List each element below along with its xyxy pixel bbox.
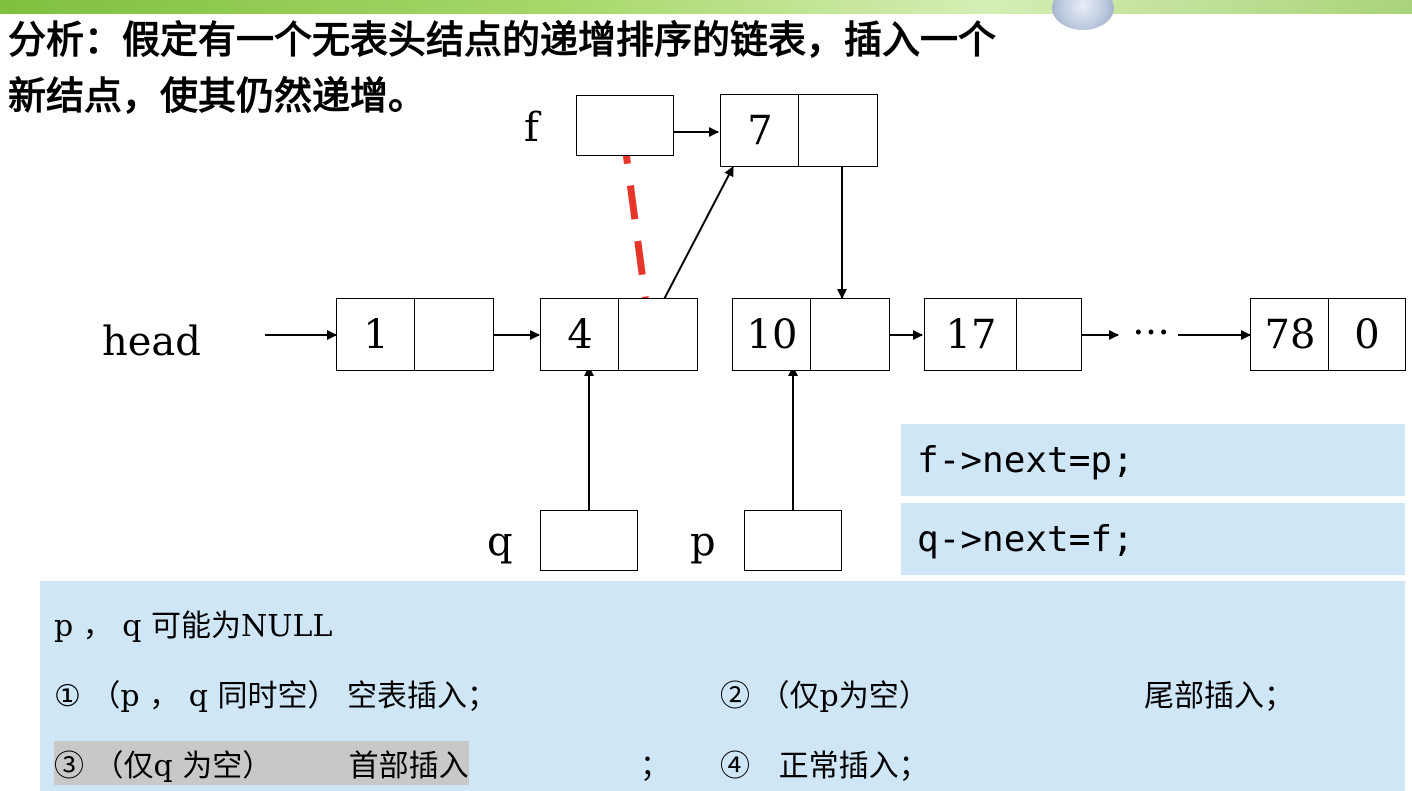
new-node-data: 7 [720, 94, 800, 167]
title-line-2: 新结点，使其仍然递增。 [8, 73, 427, 118]
case-empty-list: ① （p ， q 同时空） 空表插入； [54, 679, 497, 714]
list-node-next [810, 298, 890, 371]
new-node-next [798, 94, 878, 167]
label-head: head [102, 319, 201, 365]
list-node-data: 1 [336, 298, 416, 371]
case-normal-insert: ④ 正常插入； [720, 749, 929, 784]
label-f: f [524, 105, 539, 151]
notes-line-1: p ， q 可能为NULL [54, 609, 333, 644]
pointer-f-box [576, 95, 674, 156]
title-line-1: 分析：假定有一个无表头结点的递增排序的链表，插入一个 [8, 17, 997, 62]
list-node-data: 10 [732, 298, 812, 371]
slide-title: 分析：假定有一个无表头结点的递增排序的链表，插入一个 新结点，使其仍然递增。 [8, 12, 1308, 124]
removed-link-dashed-arrow [619, 129, 658, 329]
list-node-next [1016, 298, 1082, 371]
header-logo [1052, 0, 1412, 30]
case-head-insert: ③ （仅q 为空） 首部插入 [54, 741, 469, 785]
case-tail-insert-label: 尾部插入； [1144, 679, 1294, 714]
list-node-data: 4 [540, 298, 620, 371]
code-line-1: f->next=p; [901, 424, 1405, 496]
pointer-q-box [540, 510, 638, 571]
list-node-next: 0 [1328, 298, 1406, 371]
list-node-data: 78 [1250, 298, 1330, 371]
label-p: p [690, 519, 716, 565]
notes-panel: p ， q 可能为NULL ① （p ， q 同时空） 空表插入； ② （仅p为… [40, 581, 1405, 791]
pointer-p-box [744, 510, 842, 571]
case-tail-insert-condition: ② （仅p为空） [720, 679, 929, 714]
list-node-data: 17 [924, 298, 1018, 371]
case-head-insert-punct: ； [640, 749, 670, 784]
new-node-value: 7 [747, 107, 773, 154]
list-node-next [618, 298, 698, 371]
list-ellipsis: … [1132, 299, 1170, 343]
label-q: q [487, 519, 513, 565]
list-node-next [414, 298, 494, 371]
code-line-2: q->next=f; [901, 503, 1405, 575]
